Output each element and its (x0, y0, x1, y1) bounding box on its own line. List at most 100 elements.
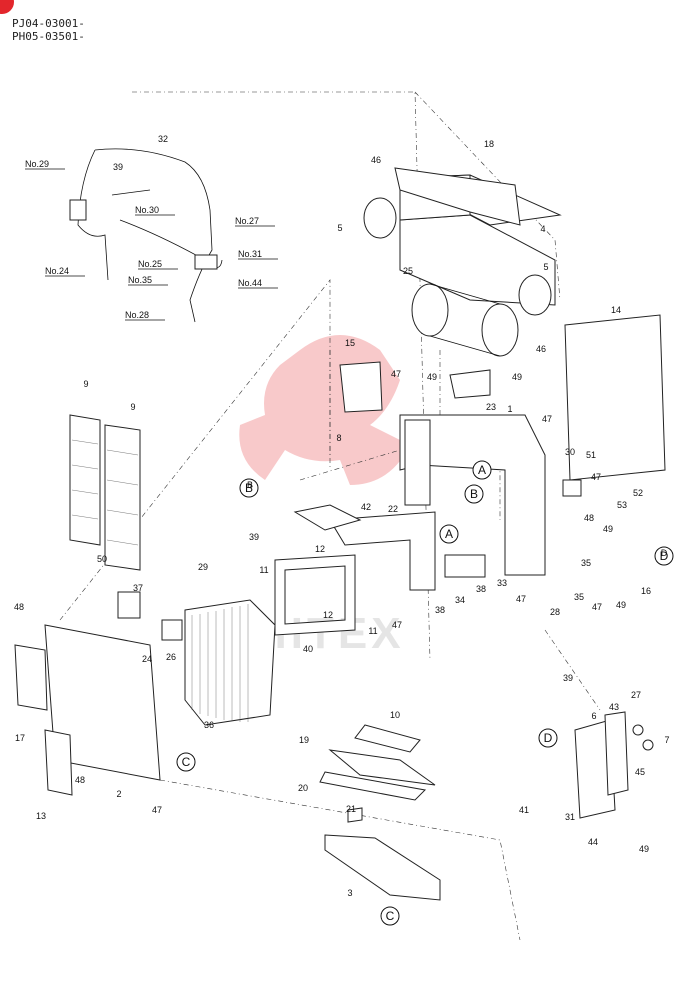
part-number-label: 37 (133, 583, 143, 593)
valve-24 (117, 591, 141, 619)
part-number-label: 1 (507, 404, 512, 414)
cover-panel-13 (44, 729, 73, 796)
connector-label: No.30 (135, 205, 159, 215)
part-number-label: 24 (142, 654, 152, 664)
connector-label: No.24 (45, 266, 69, 276)
part-number-label: 27 (631, 690, 641, 700)
part-number-label: 35 (574, 592, 584, 602)
callout-circle-d1 (654, 546, 674, 566)
callout-circle-b1 (239, 478, 259, 498)
part-number-label: 14 (611, 305, 621, 315)
cover-panel-17 (14, 644, 48, 711)
callout-letter-d1: D (660, 549, 669, 563)
part-number-label: B (247, 480, 253, 490)
part-number-label: 49 (616, 600, 626, 610)
part-number-label: 46 (371, 155, 381, 165)
foam-pad (293, 504, 362, 531)
switch-30 (562, 479, 582, 497)
part-number-label: 12 (323, 610, 333, 620)
part-number-label: 38 (435, 605, 445, 615)
front-cover (44, 624, 161, 781)
foam-block-10 (354, 724, 421, 753)
strip-20 (319, 771, 427, 801)
part-number-label: 18 (484, 139, 494, 149)
connector-label: No.25 (138, 259, 162, 269)
callout-letter-a2: A (445, 527, 453, 541)
part-number-label: 7 (664, 735, 669, 745)
part-number-label: 22 (388, 504, 398, 514)
part-number-label: 48 (584, 513, 594, 523)
callout-circle-b2 (464, 484, 484, 504)
part-number-label: 6 (591, 711, 596, 721)
part-number-label: 50 (97, 554, 107, 564)
part-number-label: 47 (542, 414, 552, 424)
part-number-label: 44 (588, 837, 598, 847)
part-number-label: 39 (249, 532, 259, 542)
part-number-label: 49 (639, 844, 649, 854)
connector-label: No.28 (125, 310, 149, 320)
part-number-label: 49 (603, 524, 613, 534)
part-number-label: 42 (361, 502, 371, 512)
part-number-label: 25 (403, 266, 413, 276)
part-number-label: 38 (476, 584, 486, 594)
knob-7b (642, 739, 654, 751)
part-number-label: 48 (75, 775, 85, 785)
callout-letter-c1: C (182, 755, 191, 769)
side-panel (564, 314, 666, 481)
part-number-label: 47 (516, 594, 526, 604)
part-number-label: 12 (315, 544, 325, 554)
connector-label: No.29 (25, 159, 49, 169)
part-number-label: 30 (565, 447, 575, 457)
part-number-label: 5 (543, 262, 548, 272)
part-number-label: 9 (130, 402, 135, 412)
part-number-label: 47 (391, 369, 401, 379)
part-number-label: 10 (390, 710, 400, 720)
part-number-label: 19 (299, 735, 309, 745)
callout-circle-d2 (538, 728, 558, 748)
main-frame (339, 361, 546, 576)
callout-circle-c1 (176, 752, 196, 772)
part-number-label: 46 (536, 344, 546, 354)
serial-range-line-2: PH05-03501- (12, 30, 85, 43)
part-number-label: 49 (427, 372, 437, 382)
part-number-label: 4 (540, 224, 545, 234)
part-number-label: 34 (455, 595, 465, 605)
part-number-label: 43 (609, 702, 619, 712)
part-number-label: 15 (345, 338, 355, 348)
part-number-label: 5 (337, 223, 342, 233)
part-number-label: 47 (392, 620, 402, 630)
part-number-label: 39 (563, 673, 573, 683)
callout-letter-a1: A (478, 463, 486, 477)
part-number-label: 47 (592, 602, 602, 612)
part-number-label: 28 (550, 607, 560, 617)
part-number-label: 3 (347, 888, 352, 898)
wiring-harness (69, 148, 223, 323)
part-number-label: 21 (346, 804, 356, 814)
part-number-label: 39 (113, 162, 123, 172)
connector-label: No.35 (128, 275, 152, 285)
callout-letter-d2: D (544, 731, 553, 745)
part-number-label: 32 (158, 134, 168, 144)
part-number-label: 23 (486, 402, 496, 412)
part-number-label: 16 (641, 586, 651, 596)
part-number-label: 13 (36, 811, 46, 821)
block-21 (347, 807, 363, 823)
sensor-34 (444, 554, 486, 578)
part-number-label: D (661, 548, 668, 558)
part-number-label: 26 (166, 652, 176, 662)
part-number-label: 47 (152, 805, 162, 815)
knob-7a (632, 724, 644, 736)
part-number-label: 36 (204, 720, 214, 730)
part-number-label: 45 (635, 767, 645, 777)
part-number-label: 11 (368, 626, 377, 636)
relay-26 (161, 619, 183, 641)
bracket-plate (604, 711, 629, 796)
part-number-label: 11 (259, 565, 268, 575)
connector-label: No.27 (235, 216, 259, 226)
part-number-label: 41 (519, 805, 529, 815)
part-number-label: 33 (497, 578, 507, 588)
part-number-label: 2 (116, 789, 121, 799)
